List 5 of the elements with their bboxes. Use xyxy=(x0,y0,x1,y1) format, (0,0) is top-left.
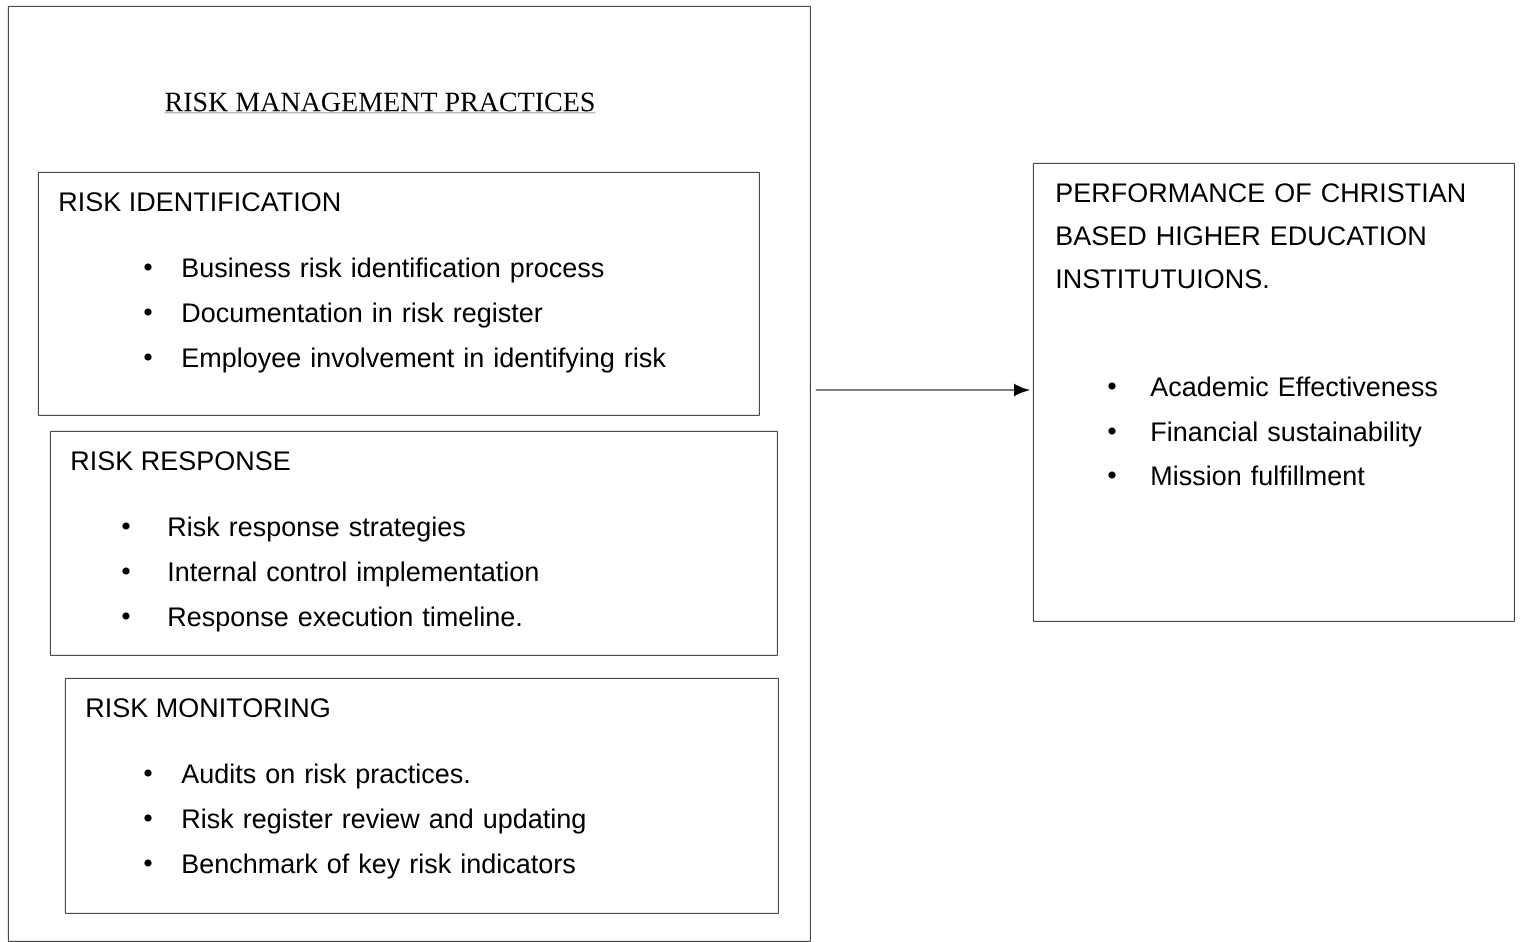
text-box: RISK RESPONSE Risk response strategies Internal control implementation Response execution timeline. xyxy=(50,431,778,656)
arrow xyxy=(815,383,1029,397)
text-box: RISK MONITORING Audits on risk practices. Risk register review and updating Benchmark of key risk indicators xyxy=(65,678,779,914)
text-box: RISK IDENTIFICATION Business risk identification process Documentation in risk register Employee involvement in identifying risk xyxy=(38,172,760,416)
text-box: PERFORMANCE OF CHRISTIAN BASED HIGHER EDUCATION INSTITUTUIONS. Academic Effectiveness Financial sustainability Mission fulfillment xyxy=(1033,163,1515,622)
